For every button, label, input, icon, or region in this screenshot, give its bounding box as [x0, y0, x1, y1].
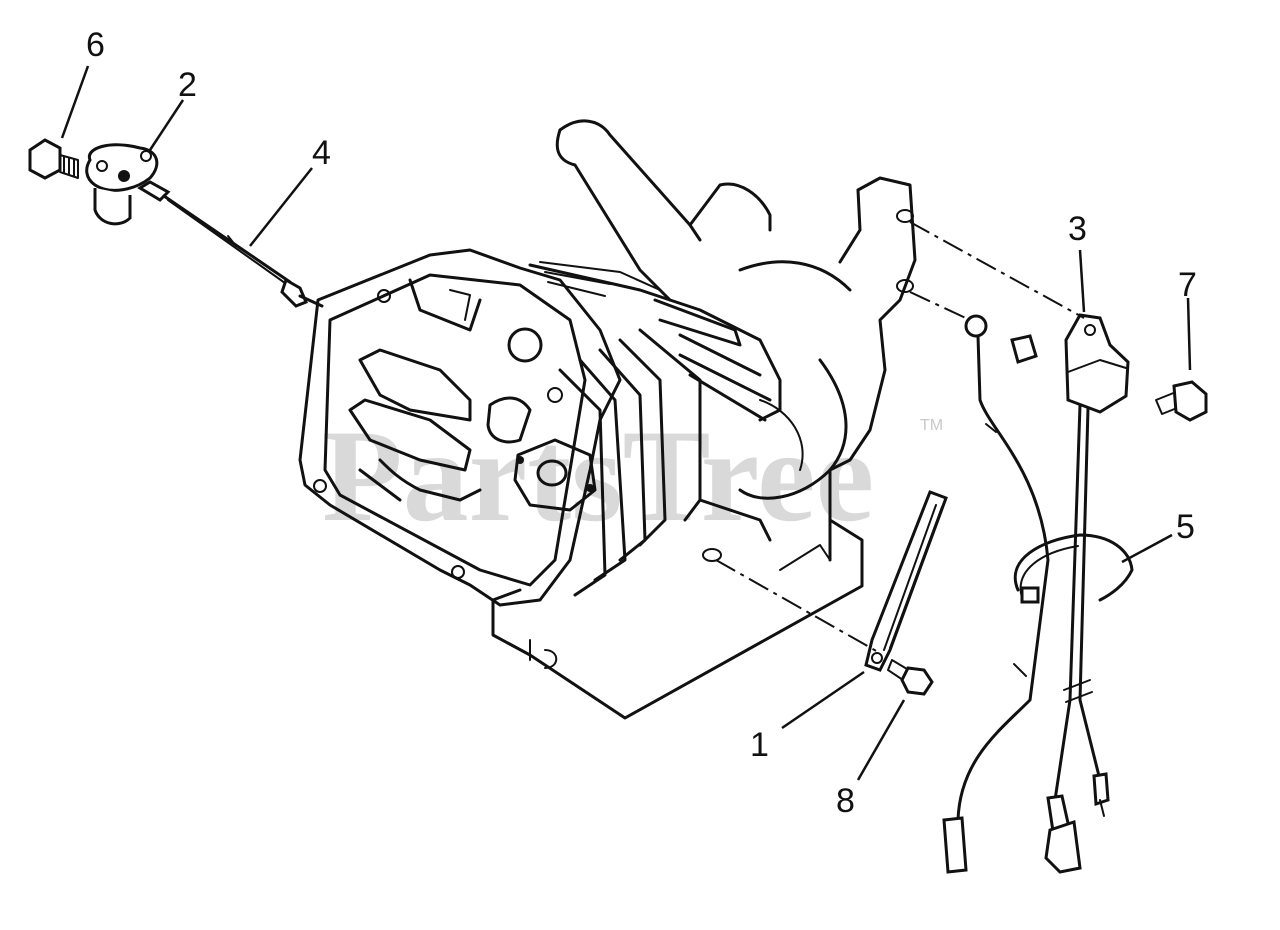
part-2-switch: [85, 143, 159, 226]
part-4-wire: [137, 180, 324, 308]
callout-8: 8: [836, 782, 855, 820]
callout-3: 3: [1068, 210, 1087, 248]
leader-lines: [60, 65, 1192, 781]
part-6-bolt: [28, 138, 79, 180]
engine-block: [298, 119, 917, 720]
callout-5: 5: [1176, 508, 1195, 546]
ground-wire: [942, 314, 1050, 874]
part-8-bolt: [887, 659, 934, 696]
callout-7: 7: [1178, 266, 1197, 304]
watermark: PartsTree TM: [322, 402, 943, 549]
part-7-bolt: [1155, 380, 1208, 422]
alignment-lines: [715, 221, 1085, 653]
part-5-cable-tie: [1013, 533, 1134, 604]
watermark-trademark: TM: [920, 417, 943, 434]
part-1-strap: [864, 490, 948, 672]
callouts: 6 2 4 3 7 5 1 8: [86, 26, 1197, 820]
callout-6: 6: [86, 26, 105, 64]
callout-4: 4: [312, 134, 331, 172]
callout-1: 1: [750, 726, 769, 764]
part-3-coil: [1044, 313, 1130, 874]
callout-2: 2: [178, 66, 197, 104]
